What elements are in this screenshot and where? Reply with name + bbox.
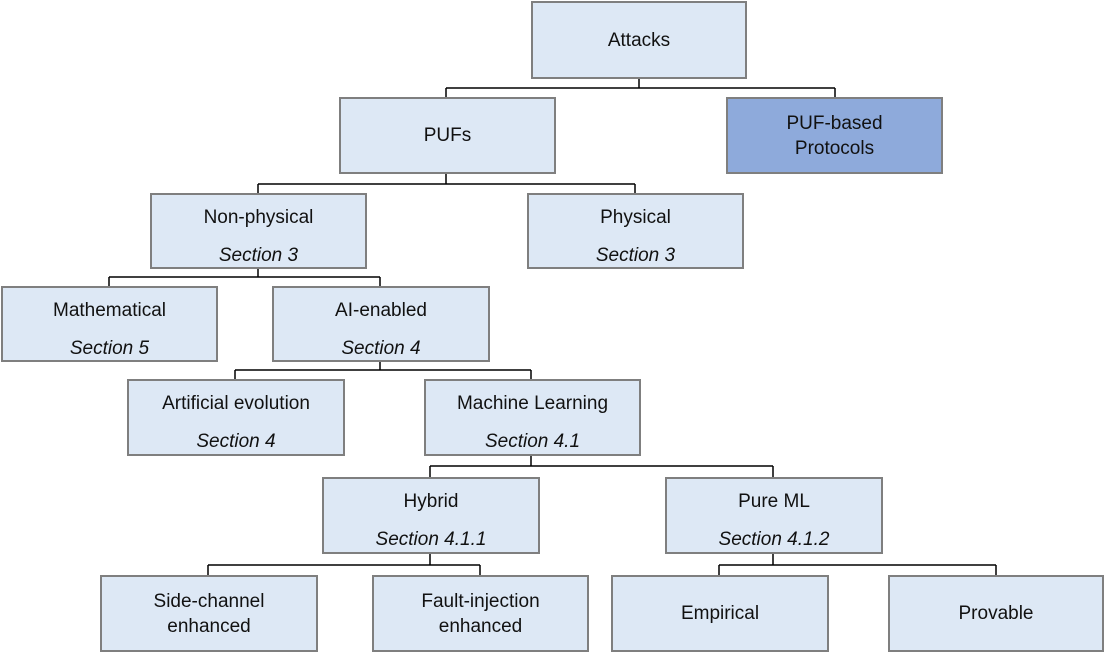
node-section: Section 3 [595, 245, 676, 266]
node-section: Section 4 [341, 338, 421, 359]
node-pure-ml: Pure ML Section 4.1.2 [665, 477, 883, 554]
node-section: Section 4.1.1 [375, 529, 487, 550]
node-title: Empirical [680, 603, 760, 624]
node-ai-enabled: AI-enabled Section 4 [272, 286, 490, 362]
node-title: Pure ML [738, 491, 810, 512]
node-provable: Provable [888, 575, 1104, 652]
node-empirical: Empirical [611, 575, 829, 652]
node-mathematical: Mathematical Section 5 [1, 286, 218, 362]
node-title: PUF-based Protocols [786, 112, 883, 159]
node-artificial-evolution: Artificial evolution Section 4 [127, 379, 345, 456]
node-pufs: PUFs [339, 97, 556, 174]
node-machine-learning: Machine Learning Section 4.1 [424, 379, 641, 456]
node-hybrid: Hybrid Section 4.1.1 [322, 477, 540, 554]
node-puf-based-protocols: PUF-based Protocols [726, 97, 943, 174]
node-physical: Physical Section 3 [527, 193, 744, 269]
node-side-channel-enhanced: Side-channel enhanced [100, 575, 318, 652]
node-title: Machine Learning [456, 393, 609, 414]
node-title: AI-enabled [335, 300, 427, 321]
node-title: Hybrid [403, 491, 459, 512]
node-title: Artificial evolution [162, 393, 310, 414]
node-title: Attacks [607, 29, 671, 51]
node-title: Mathematical [53, 300, 166, 321]
node-section: Section 4.1 [484, 431, 581, 452]
node-section: Section 3 [218, 245, 299, 266]
node-title: PUFs [423, 125, 472, 146]
node-title: Side-channel enhanced [153, 590, 265, 637]
node-non-physical: Non-physical Section 3 [150, 193, 367, 269]
node-title: Provable [958, 603, 1034, 624]
node-attacks: Attacks [531, 1, 747, 79]
node-section: Section 5 [69, 338, 150, 359]
node-section: Section 4.1.2 [718, 529, 830, 550]
node-title: Physical [600, 207, 671, 228]
node-title: Non-physical [203, 207, 314, 228]
node-fault-injection-enhanced: Fault-injection enhanced [372, 575, 589, 652]
node-section: Section 4 [196, 431, 276, 452]
node-title: Fault-injection enhanced [421, 590, 540, 637]
